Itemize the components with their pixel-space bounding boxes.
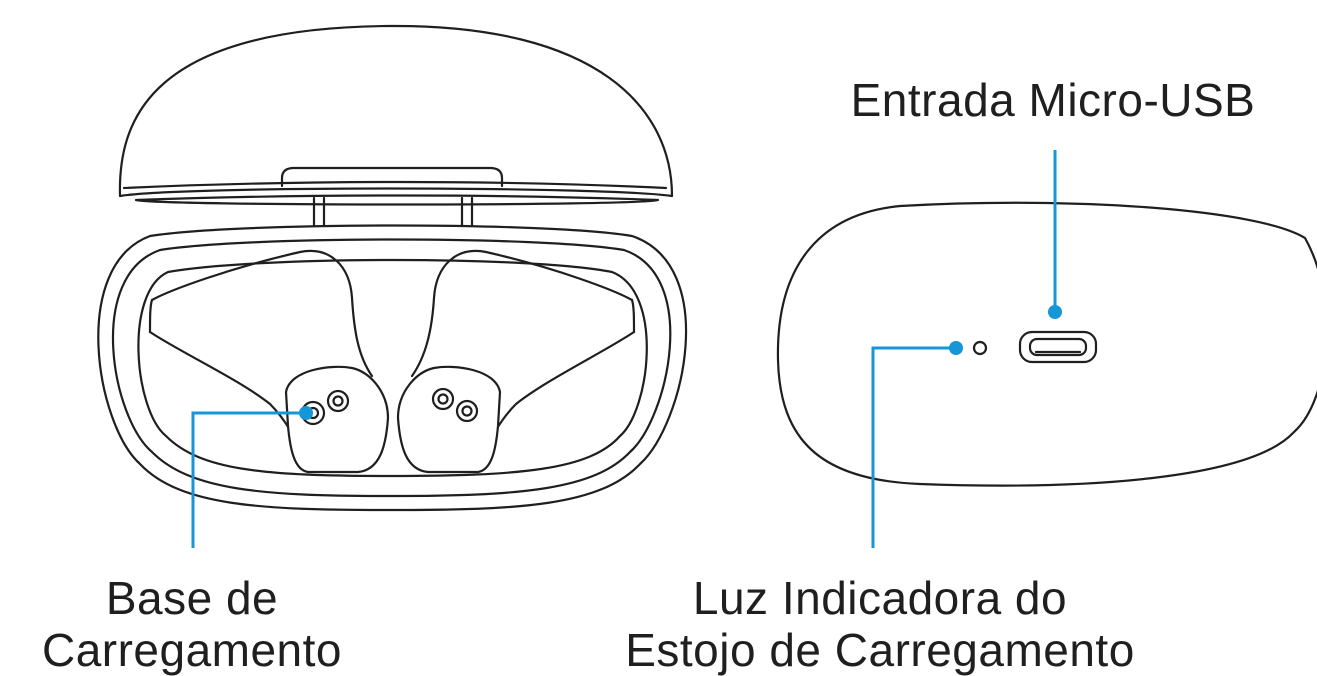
indicator-light (972, 340, 988, 356)
case-lid (118, 24, 674, 206)
charging-base-label-line1: Base de (105, 572, 279, 624)
indicator-light-label-line1: Luz Indicadora do (692, 572, 1068, 624)
charging-base-label: Base de Carregamento (0, 572, 384, 676)
indicator-light-label-line2: Estojo de Carregamento (625, 624, 1135, 676)
open-case-illustration (97, 24, 688, 512)
case-body (97, 224, 688, 512)
micro-usb-port (1018, 330, 1098, 364)
closed-case-illustration (776, 201, 1317, 487)
left-earbud-cradle (148, 249, 390, 474)
charging-base-label-line2: Carregamento (41, 624, 343, 676)
leader-indicator-light (871, 341, 963, 548)
leader-micro-usb (1048, 150, 1062, 319)
right-earbud-cradle (396, 249, 636, 474)
leader-charging-base (191, 406, 313, 548)
micro-usb-label-text: Entrada Micro-USB (850, 74, 1256, 126)
indicator-light-label: Luz Indicadora do Estojo de Carregamento (560, 572, 1200, 676)
micro-usb-label: Entrada Micro-USB (808, 74, 1298, 126)
